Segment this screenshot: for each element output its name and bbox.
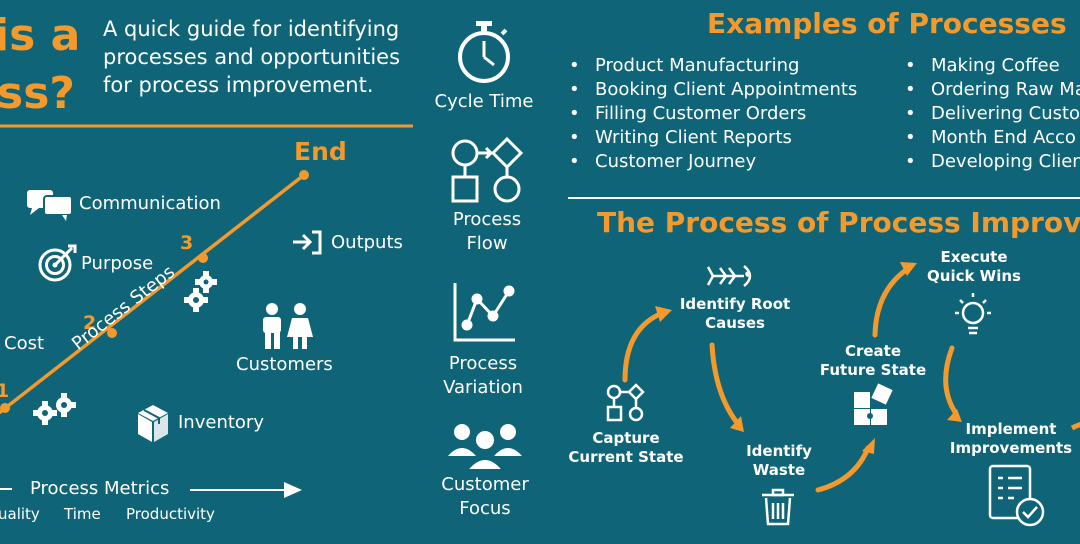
checklist-icon: [988, 464, 1045, 527]
inventory-label: Inventory: [178, 412, 264, 433]
subtitle-line: processes and opportunities: [103, 45, 401, 69]
cycle-time-label: Cycle Time: [434, 91, 534, 112]
box-icon: [138, 405, 168, 442]
subtitle: A quick guide for identifying processes …: [103, 15, 400, 99]
gears-icon-lower: [33, 393, 76, 425]
list-item: Customer Journey: [569, 150, 857, 174]
list-item: Making Coffee: [905, 54, 1080, 78]
customers-label: Customers: [236, 354, 333, 375]
step-identify-waste: Identify Waste: [746, 442, 812, 479]
examples-list-1: Product Manufacturing Booking Client App…: [569, 54, 857, 174]
step-implement-improvements: Implement Improvements: [949, 420, 1073, 457]
people-icon: [448, 424, 522, 471]
step-number-2: 2: [83, 312, 97, 334]
target-icon: [38, 244, 77, 282]
step-create-future-state: Create Future State: [819, 342, 927, 379]
customer-focus-label: Customer Focus: [441, 474, 529, 519]
end-label: End: [294, 137, 347, 166]
list-item: Writing Client Reports: [569, 126, 857, 150]
puzzle-icon: [854, 383, 893, 425]
fishbone-icon: [706, 265, 752, 287]
step-identify-root-causes: Identify Root Causes: [679, 295, 791, 332]
step-dot-3: [198, 253, 208, 263]
list-item: Developing Clien: [905, 150, 1080, 174]
cycle-arrowheads: [655, 262, 962, 454]
step-capture-current-state: Capture Current State: [568, 429, 684, 466]
step-dot-1: [0, 403, 10, 413]
outputs-label: Outputs: [331, 232, 403, 253]
small-flowchart-icon: [606, 383, 645, 422]
list-item: Booking Client Appointments: [569, 78, 857, 102]
title-line-1: is a: [0, 10, 81, 61]
line-chart-icon: [453, 283, 515, 342]
metric-quality: uality: [0, 505, 40, 523]
speech-bubbles-icon: [27, 190, 73, 221]
examples-title: Examples of Processes: [707, 7, 1067, 40]
examples-list-2: Making Coffee Ordering Raw Ma Delivering…: [905, 54, 1080, 174]
subtitle-line: A quick guide for identifying: [103, 17, 400, 41]
step-execute-quick-wins: Execute Quick Wins: [927, 248, 1021, 285]
subtitle-line: for process improvement.: [103, 73, 374, 97]
gears-icon: [184, 271, 217, 312]
list-item: Month End Acco: [905, 126, 1080, 150]
cycle-arrows: [622, 267, 958, 493]
trash-icon: [762, 488, 794, 526]
step-number-3: 3: [180, 232, 194, 254]
improvement-title: The Process of Process Improv: [597, 206, 1080, 239]
cost-label: Cost: [4, 333, 45, 354]
list-item: Ordering Raw Ma: [905, 78, 1080, 102]
process-steps-line: [0, 173, 306, 415]
flowchart-icon: [451, 136, 524, 203]
cycle-arrow-right-partial: [1070, 421, 1080, 431]
list-item: Product Manufacturing: [569, 54, 857, 78]
step-dot-end: [299, 170, 309, 180]
purpose-label: Purpose: [81, 253, 154, 274]
list-item: Filling Customer Orders: [569, 102, 857, 126]
title-line-2: ss?: [0, 68, 75, 119]
metric-productivity: Productivity: [126, 505, 215, 523]
lightbulb-icon: [955, 293, 991, 335]
process-metrics-label: Process Metrics: [30, 478, 170, 499]
outputs-icon: [293, 230, 322, 255]
metric-time: Time: [64, 505, 101, 523]
communication-label: Communication: [79, 193, 221, 214]
process-variation-label: Process Variation: [443, 353, 523, 398]
step-number-1: 1: [0, 380, 10, 402]
stopwatch-icon: [458, 21, 510, 83]
process-flow-label: Process Flow: [452, 209, 522, 254]
step-dot-2: [107, 328, 117, 338]
customers-icon: [263, 303, 313, 349]
list-item: Delivering Custo: [905, 102, 1080, 126]
